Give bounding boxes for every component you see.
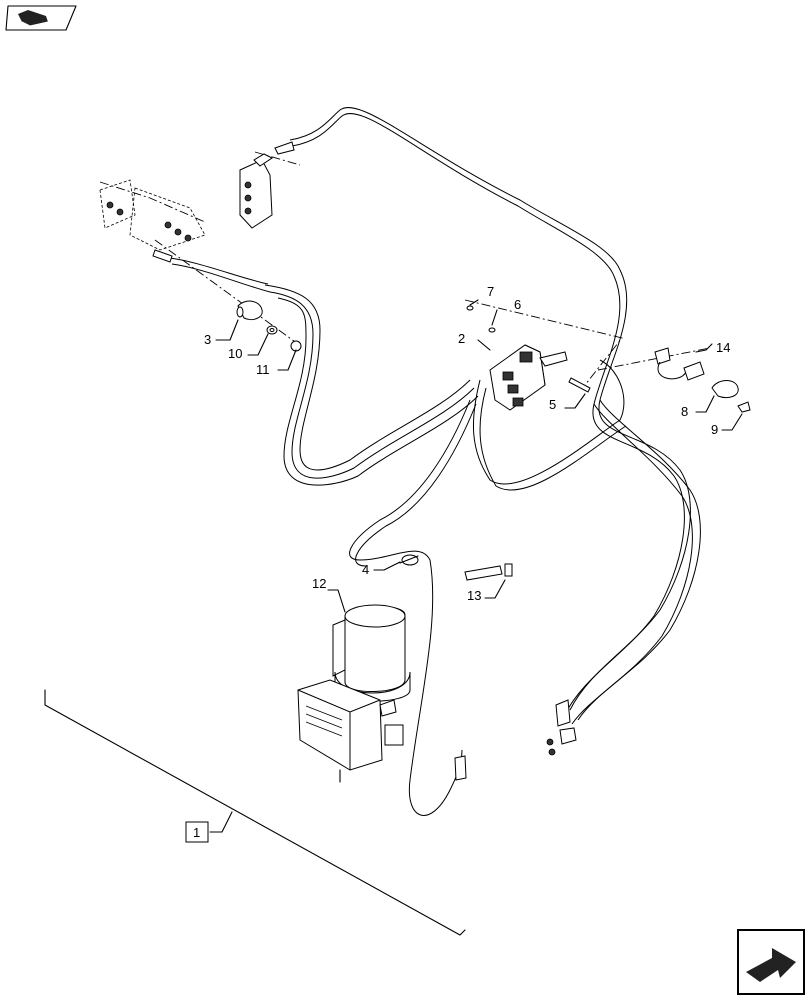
callout-3: 3 <box>204 332 211 347</box>
callout-6: 6 <box>514 297 521 312</box>
washer-10 <box>266 325 278 335</box>
small-pin-6 <box>488 327 496 333</box>
small-pin-7 <box>466 305 474 311</box>
callout-1-box <box>185 821 209 843</box>
hose-bundle-left <box>169 257 479 486</box>
clamp-3 <box>236 300 263 321</box>
hose-end-connectors <box>454 699 577 781</box>
callout-14: 14 <box>716 340 730 355</box>
clamp-8 <box>711 380 739 399</box>
callout-4: 4 <box>362 562 369 577</box>
valve-block-existing <box>99 179 206 263</box>
leader-lines <box>209 299 743 833</box>
hose-bundle-lower <box>349 359 627 816</box>
screw-9 <box>737 401 751 413</box>
callout-12: 12 <box>312 576 326 591</box>
callout-13: 13 <box>467 588 481 603</box>
callout-2: 2 <box>458 331 465 346</box>
callout-5: 5 <box>549 397 556 412</box>
valve-block-upper <box>239 141 295 229</box>
lubrication-pump-12 <box>297 604 411 783</box>
next-page-arrow-icon[interactable] <box>737 929 805 995</box>
sensor-14 <box>654 347 705 381</box>
hose-bundle-upper <box>289 107 701 725</box>
book-nav-icon[interactable] <box>5 5 77 31</box>
assembly-center-lines <box>99 151 711 386</box>
callout-7: 7 <box>487 284 494 299</box>
label-kit-13 <box>464 563 513 581</box>
callout-8: 8 <box>681 404 688 419</box>
assembly-bracket-1 <box>44 689 466 936</box>
callout-9: 9 <box>711 422 718 437</box>
distributor-block <box>489 344 591 411</box>
callout-11: 11 <box>256 362 270 377</box>
cable-tie-4 <box>399 554 419 566</box>
callout-10: 10 <box>228 346 242 361</box>
callout-1: 1 <box>193 825 200 840</box>
